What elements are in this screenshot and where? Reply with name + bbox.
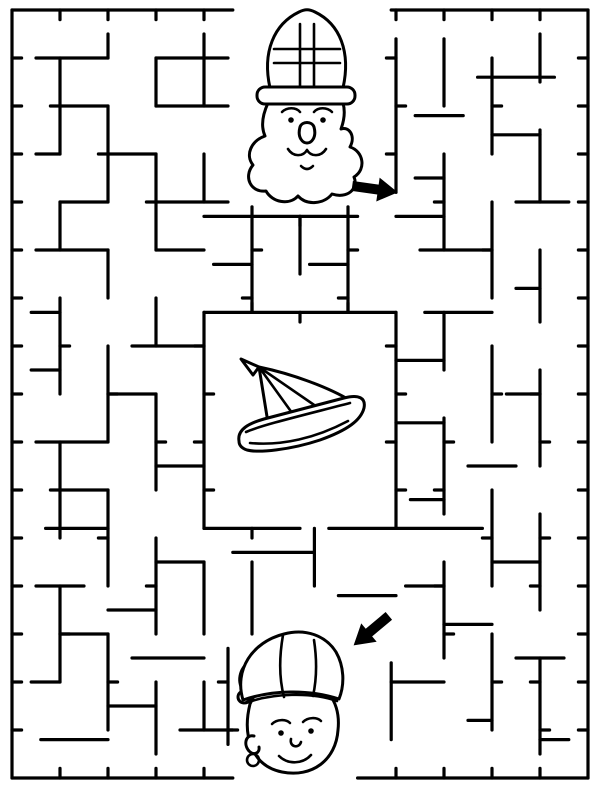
piet-face — [245, 689, 340, 775]
piet-eyebrows — [270, 716, 323, 726]
flag — [239, 357, 261, 377]
entry-arrow-icon — [351, 177, 398, 202]
piet-icon — [236, 630, 345, 775]
piet-cap — [239, 630, 345, 702]
saint-nicholas-left-eye — [288, 117, 294, 123]
saint-nicholas-nose — [297, 121, 317, 145]
sailboat-icon — [237, 357, 366, 453]
piet-mouth — [277, 753, 313, 764]
saint-nicholas-icon — [247, 8, 364, 204]
cap-seams — [278, 633, 318, 699]
hull-inner-line — [248, 419, 350, 445]
exit-arrow-icon — [353, 612, 393, 646]
saint-nicholas-moustache — [286, 147, 328, 157]
piet-left-eye — [278, 730, 284, 736]
hull-rim — [244, 401, 352, 434]
cap-band — [244, 693, 339, 705]
piet-nose — [289, 737, 303, 748]
earring-icon — [245, 752, 261, 768]
sail-seams — [257, 365, 322, 419]
piet-right-eye — [308, 728, 314, 734]
piet-ear — [244, 734, 261, 756]
hull — [237, 394, 366, 453]
mitre-cross — [272, 22, 342, 89]
saint-nicholas-eyebrows — [280, 106, 334, 114]
saint-nicholas-mouth — [299, 164, 315, 171]
saint-nicholas-right-eye — [320, 117, 326, 123]
mitre-band — [255, 85, 357, 106]
maze-walls — [10, 8, 590, 780]
